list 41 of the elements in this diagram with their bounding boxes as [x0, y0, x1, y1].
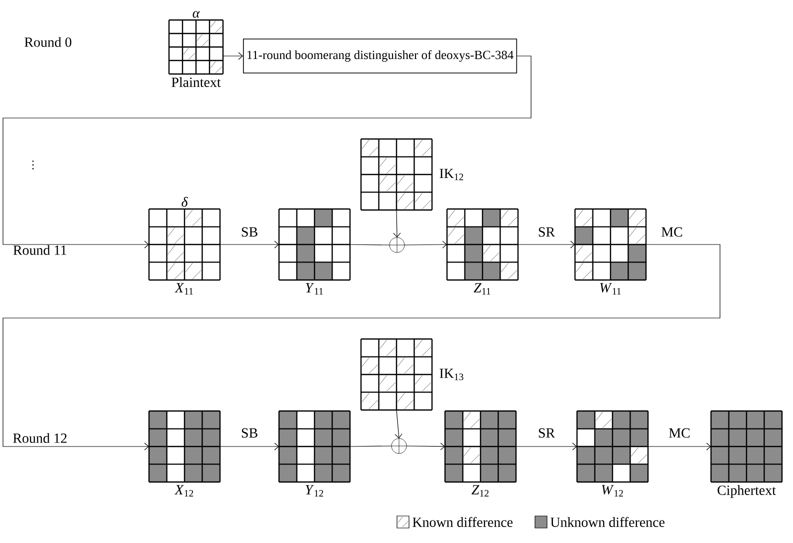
arrow	[518, 240, 575, 248]
arrow	[394, 410, 402, 438]
grid-caption: Y$_{12}$	[306, 485, 324, 496]
grid-caption: Z$_{12}$	[472, 485, 489, 496]
arrow	[220, 240, 279, 248]
grid-label: δ	[182, 196, 188, 207]
grid-caption: X$_{12}$	[174, 485, 194, 496]
round-label: Round 11	[13, 245, 66, 255]
process-box: 11-round boomerang distinguisher of deoxys-BC-384	[243, 38, 518, 74]
arrow	[404, 240, 447, 248]
grid-label: α	[192, 11, 200, 18]
arrow	[220, 442, 279, 450]
arrow	[222, 52, 243, 60]
arrow	[648, 442, 711, 450]
edge-label: MC	[662, 227, 682, 237]
grid-caption: Z$_{11}$	[474, 283, 490, 294]
arrow	[406, 442, 445, 450]
xor-symbol	[391, 438, 407, 454]
edge-label: SB	[242, 428, 258, 438]
grid-caption: Ciphertext	[718, 485, 776, 498]
grid-caption: W$_{12}$	[602, 485, 623, 496]
edge-label: MC	[669, 428, 690, 438]
edge-label: SR	[538, 428, 555, 438]
round-label: Round 12	[13, 433, 67, 443]
legend-text: Known difference	[412, 517, 513, 527]
key-label: IK$_{13}$	[440, 368, 464, 380]
xor-symbol	[389, 237, 405, 253]
grid-caption: W$_{11}$	[600, 283, 621, 294]
arrow	[2, 56, 532, 248]
grid-caption: X$_{11}$	[174, 283, 193, 294]
round-label: Round 0	[24, 37, 72, 47]
legend-text: Unknown difference	[550, 517, 664, 527]
ellipsis: ⋮	[32, 160, 34, 170]
grid-caption: Y$_{11}$	[306, 283, 323, 294]
arrow	[516, 442, 577, 450]
edge-label: SR	[538, 227, 555, 237]
arrow	[393, 210, 401, 238]
arrow	[2, 244, 720, 450]
grid-caption: Plaintext	[172, 77, 221, 88]
key-label: IK$_{12}$	[440, 168, 464, 180]
edge-label: SB	[242, 227, 258, 237]
